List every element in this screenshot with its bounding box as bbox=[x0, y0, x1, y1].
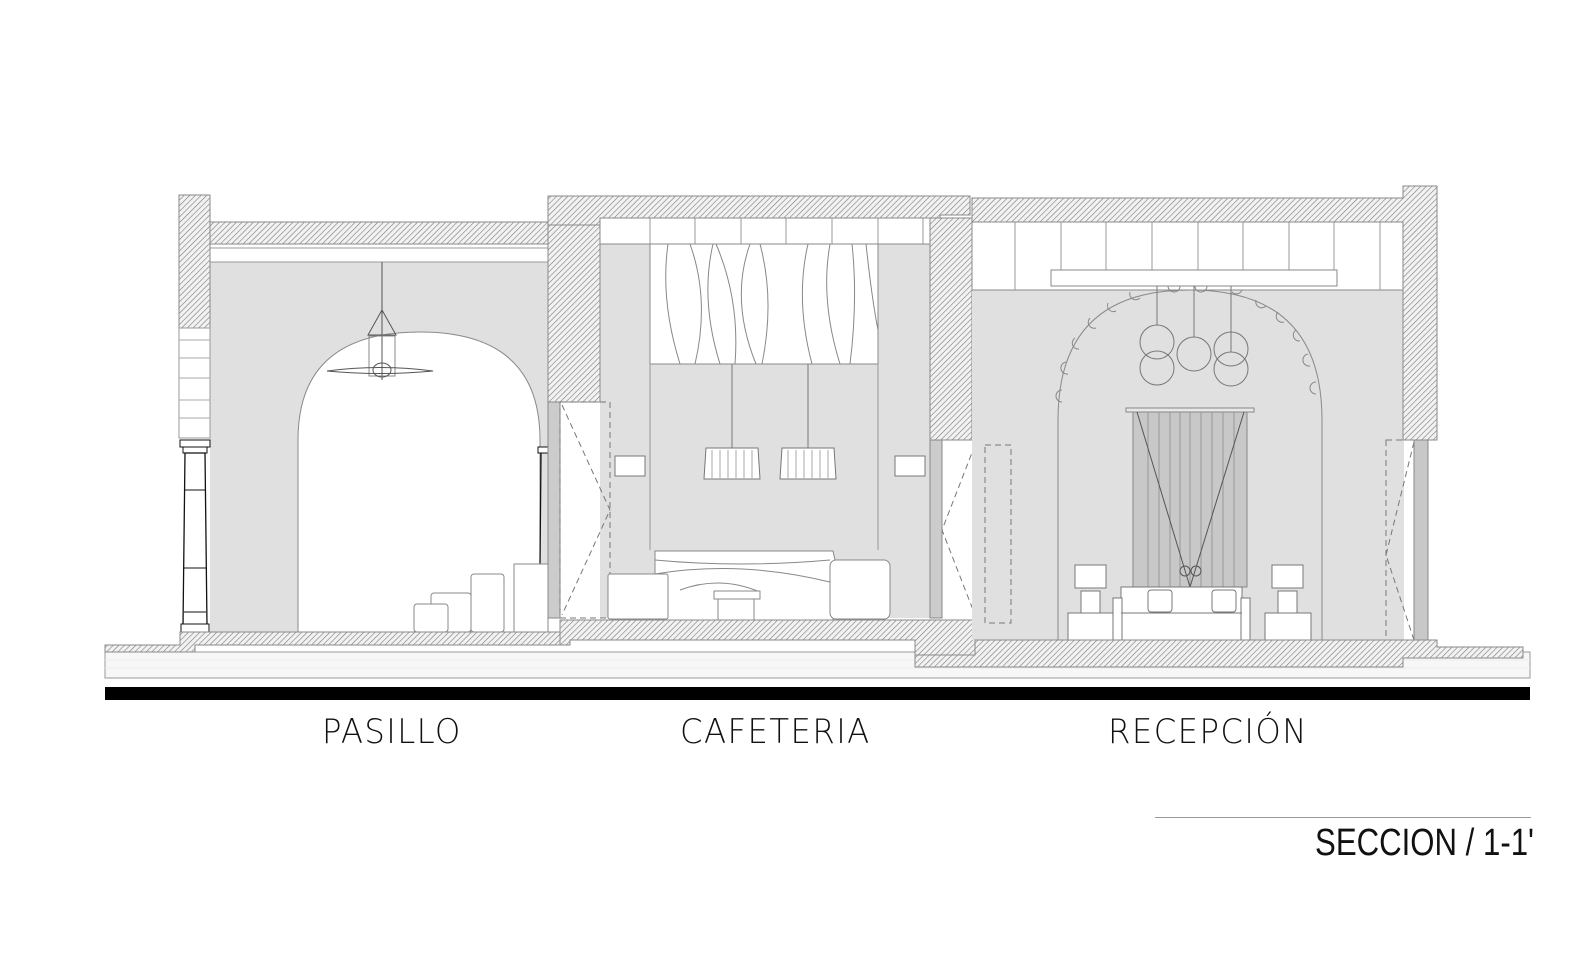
column-left bbox=[179, 439, 211, 635]
stacked-seats bbox=[413, 563, 549, 633]
cafeteria-section bbox=[547, 195, 976, 656]
armchair bbox=[607, 559, 891, 620]
room-label-cafeteria: CAFETERIA bbox=[680, 712, 871, 752]
recepcion-section bbox=[914, 185, 1524, 668]
section-title: SECCION / 1-1' bbox=[1315, 822, 1534, 864]
wall-sconce-icon bbox=[614, 455, 926, 477]
globe-pendant-icon bbox=[1139, 286, 1249, 387]
table-lamp-icon bbox=[1074, 564, 1304, 614]
room-label-recepcion: RECEPCIÓN bbox=[1108, 712, 1308, 752]
coffee-table bbox=[713, 590, 761, 620]
wavy-wall-panel bbox=[649, 243, 879, 365]
sofa bbox=[1112, 586, 1251, 642]
scalloped-arch bbox=[1057, 289, 1323, 640]
sofa bbox=[654, 550, 836, 621]
pasillo-section bbox=[104, 194, 571, 653]
ground-line bbox=[105, 687, 1530, 700]
pendant-lamp-icon bbox=[703, 364, 837, 480]
room-label-pasillo: PASILLO bbox=[322, 712, 462, 752]
double-wooden-door bbox=[1125, 407, 1255, 588]
nightstand bbox=[1067, 612, 1312, 642]
ceiling-fan-lantern-icon bbox=[326, 262, 434, 380]
title-divider bbox=[1155, 817, 1531, 818]
